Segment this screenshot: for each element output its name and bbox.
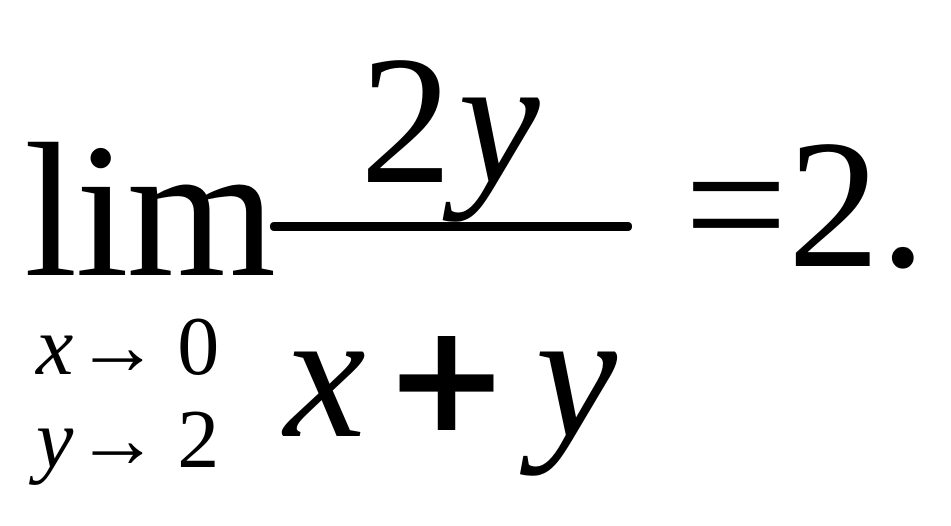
arrow-icon: →: [75, 393, 160, 486]
condition-value: 0: [177, 300, 220, 393]
limit-result: 2.: [787, 102, 926, 306]
condition-variable: x: [36, 300, 74, 393]
fraction-bar: [270, 222, 632, 231]
arrow-icon: →: [75, 300, 160, 393]
limit-condition-x: x→0: [36, 305, 219, 389]
limit-condition-y: y→2: [36, 398, 219, 482]
numerator-coefficient: 2: [360, 18, 452, 222]
denominator-right: y: [535, 272, 618, 476]
fraction-denominator: x+y: [284, 282, 617, 466]
numerator-variable: y: [458, 18, 540, 222]
condition-value: 2: [177, 393, 220, 486]
denominator-left: x: [284, 272, 366, 476]
equals-sign: =: [684, 102, 788, 306]
fraction-numerator: 2y: [360, 28, 540, 212]
plus-operator: +: [383, 292, 510, 466]
lim-operator: lim: [24, 104, 276, 317]
right-hand-side: =2.: [684, 112, 926, 296]
condition-variable: y: [36, 393, 74, 486]
